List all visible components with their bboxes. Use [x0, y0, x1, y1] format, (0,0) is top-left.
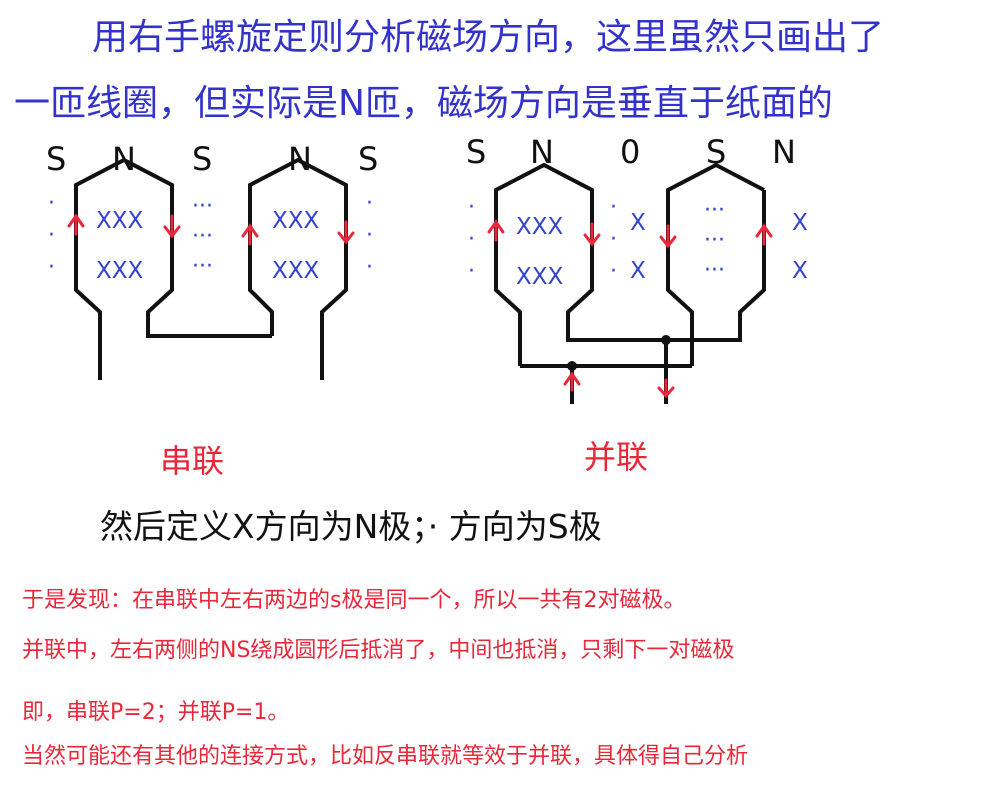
parallel-mark-2: XXX — [516, 264, 564, 290]
series-pole-4: N — [288, 140, 312, 178]
parallel-pole-1: S — [466, 133, 487, 171]
arrow-down-icon — [163, 214, 181, 239]
note-4: 当然可能还有其他的连接方式，比如反串联就等效于并联，具体得自己分析 — [22, 744, 749, 769]
series-dots-left: ··· — [48, 191, 55, 280]
arrow-down-icon — [583, 222, 601, 247]
series-dots-right: ··· — [366, 191, 373, 280]
arrow-up-icon — [241, 223, 259, 246]
parallel-side-mark-3: X — [792, 210, 808, 236]
parallel-pole-4: S — [706, 133, 727, 171]
series-pole-3: S — [192, 140, 213, 178]
series-pole-5: S — [358, 140, 379, 178]
definition-text: 然后定义X方向为N极；· 方向为S极 — [100, 507, 602, 546]
note-2: 并联中，左右两侧的NS绕成圆形后抵消了，中间也抵消，只剩下一对磁极 — [22, 638, 735, 663]
parallel-side-mark-2: X — [630, 258, 646, 284]
parallel-side-mark-4: X — [792, 258, 808, 284]
parallel-pole-2: N — [530, 133, 554, 171]
title-line-1: 用右手螺旋定则分析磁场方向，这里虽然只画出了 — [92, 17, 885, 58]
arrow-up-icon — [755, 223, 773, 246]
parallel-dots-mid: ··· — [610, 195, 617, 284]
parallel-coil-left — [494, 162, 766, 366]
series-mark-2: XXX — [96, 258, 144, 284]
series-label: 串联 — [160, 442, 225, 480]
parallel-pole-3: 0 — [620, 133, 641, 171]
junction-dot-left — [567, 361, 577, 371]
note-3: 即，串联P=2；并联P=1。 — [22, 700, 290, 725]
arrow-down-icon — [657, 378, 675, 399]
parallel-dots-inner: ········· — [704, 198, 725, 283]
junction-dot-right — [661, 335, 671, 345]
arrow-down-icon — [337, 220, 355, 245]
parallel-dots-left: ··· — [468, 195, 475, 284]
series-mark-4: XXX — [272, 258, 320, 284]
arrow-down-icon — [659, 224, 677, 249]
arrow-up-icon — [67, 213, 85, 236]
series-pole-2: N — [112, 140, 136, 178]
note-1: 于是发现：在串联中左右两边的s极是同一个，所以一共有2对磁极。 — [22, 588, 686, 613]
parallel-label: 并联 — [584, 438, 649, 476]
series-coil-right — [248, 157, 348, 380]
series-mark-1: XXX — [96, 208, 144, 234]
series-pole-1: S — [46, 140, 67, 178]
series-coil-left — [74, 157, 272, 380]
parallel-mark-1: XXX — [516, 214, 564, 240]
series-dots-middle: ········· — [192, 194, 213, 279]
parallel-side-mark-1: X — [630, 210, 646, 236]
series-mark-3: XXX — [272, 208, 320, 234]
arrow-up-icon — [487, 219, 505, 242]
title-line-2: 一匝线圈，但实际是N匝，磁场方向是垂直于纸面的 — [14, 83, 833, 124]
arrow-up-icon — [563, 371, 581, 392]
parallel-pole-5: N — [772, 133, 796, 171]
